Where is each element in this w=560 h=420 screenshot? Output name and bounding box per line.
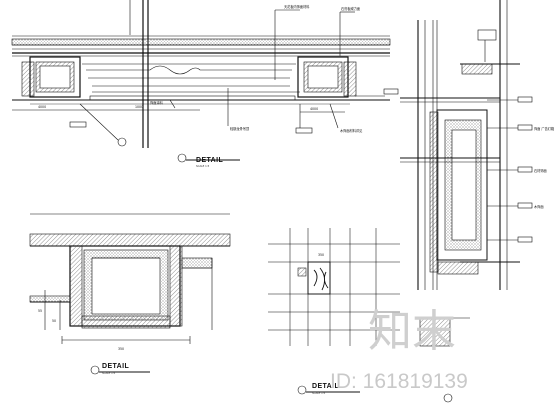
annotation-note: 木饰面 xyxy=(534,204,544,209)
detail-3-subtitle: SCALE 1:5 xyxy=(312,391,326,395)
annotation-note: 饰面涂料 xyxy=(150,100,164,105)
dimension-label: 55 xyxy=(38,309,42,313)
detail-2-subtitle: SCALE 1:5 xyxy=(102,371,116,375)
dimension-label: 4000 xyxy=(38,105,46,109)
dimension-label: 1000 xyxy=(135,105,143,109)
detail-1-title: DETAIL xyxy=(196,157,223,164)
annotation-note: 天花板内饰面材料 xyxy=(284,4,310,9)
dimension-label: 50 xyxy=(52,319,56,323)
detail-1-subtitle: SCALE 1:5 xyxy=(196,164,210,168)
annotation-note: 石膏板威力面 xyxy=(341,6,360,11)
dimension-label: 350 xyxy=(318,253,324,257)
watermark-id: ID: 161819139 xyxy=(330,370,468,393)
detail-1-drawing xyxy=(11,0,399,163)
detail-3-title: DETAIL xyxy=(312,383,339,390)
detail-2-drawing xyxy=(29,213,231,375)
grid-detail-drawing xyxy=(268,228,400,395)
dimension-label: 350 xyxy=(118,347,124,351)
detail-3-drawing xyxy=(400,0,533,403)
dimension-label: 4000 xyxy=(310,107,318,111)
annotation-note: 石材饰面 xyxy=(534,168,547,173)
annotation-note: 轻钢龙骨吊顶 xyxy=(230,126,250,131)
detail-2-title: DETAIL xyxy=(102,363,129,370)
annotation-note: 木饰面材料详见 xyxy=(340,128,363,133)
annotation-note: 饰面 广告灯箱 xyxy=(534,126,555,131)
watermark-brand: 知末 xyxy=(368,306,456,357)
